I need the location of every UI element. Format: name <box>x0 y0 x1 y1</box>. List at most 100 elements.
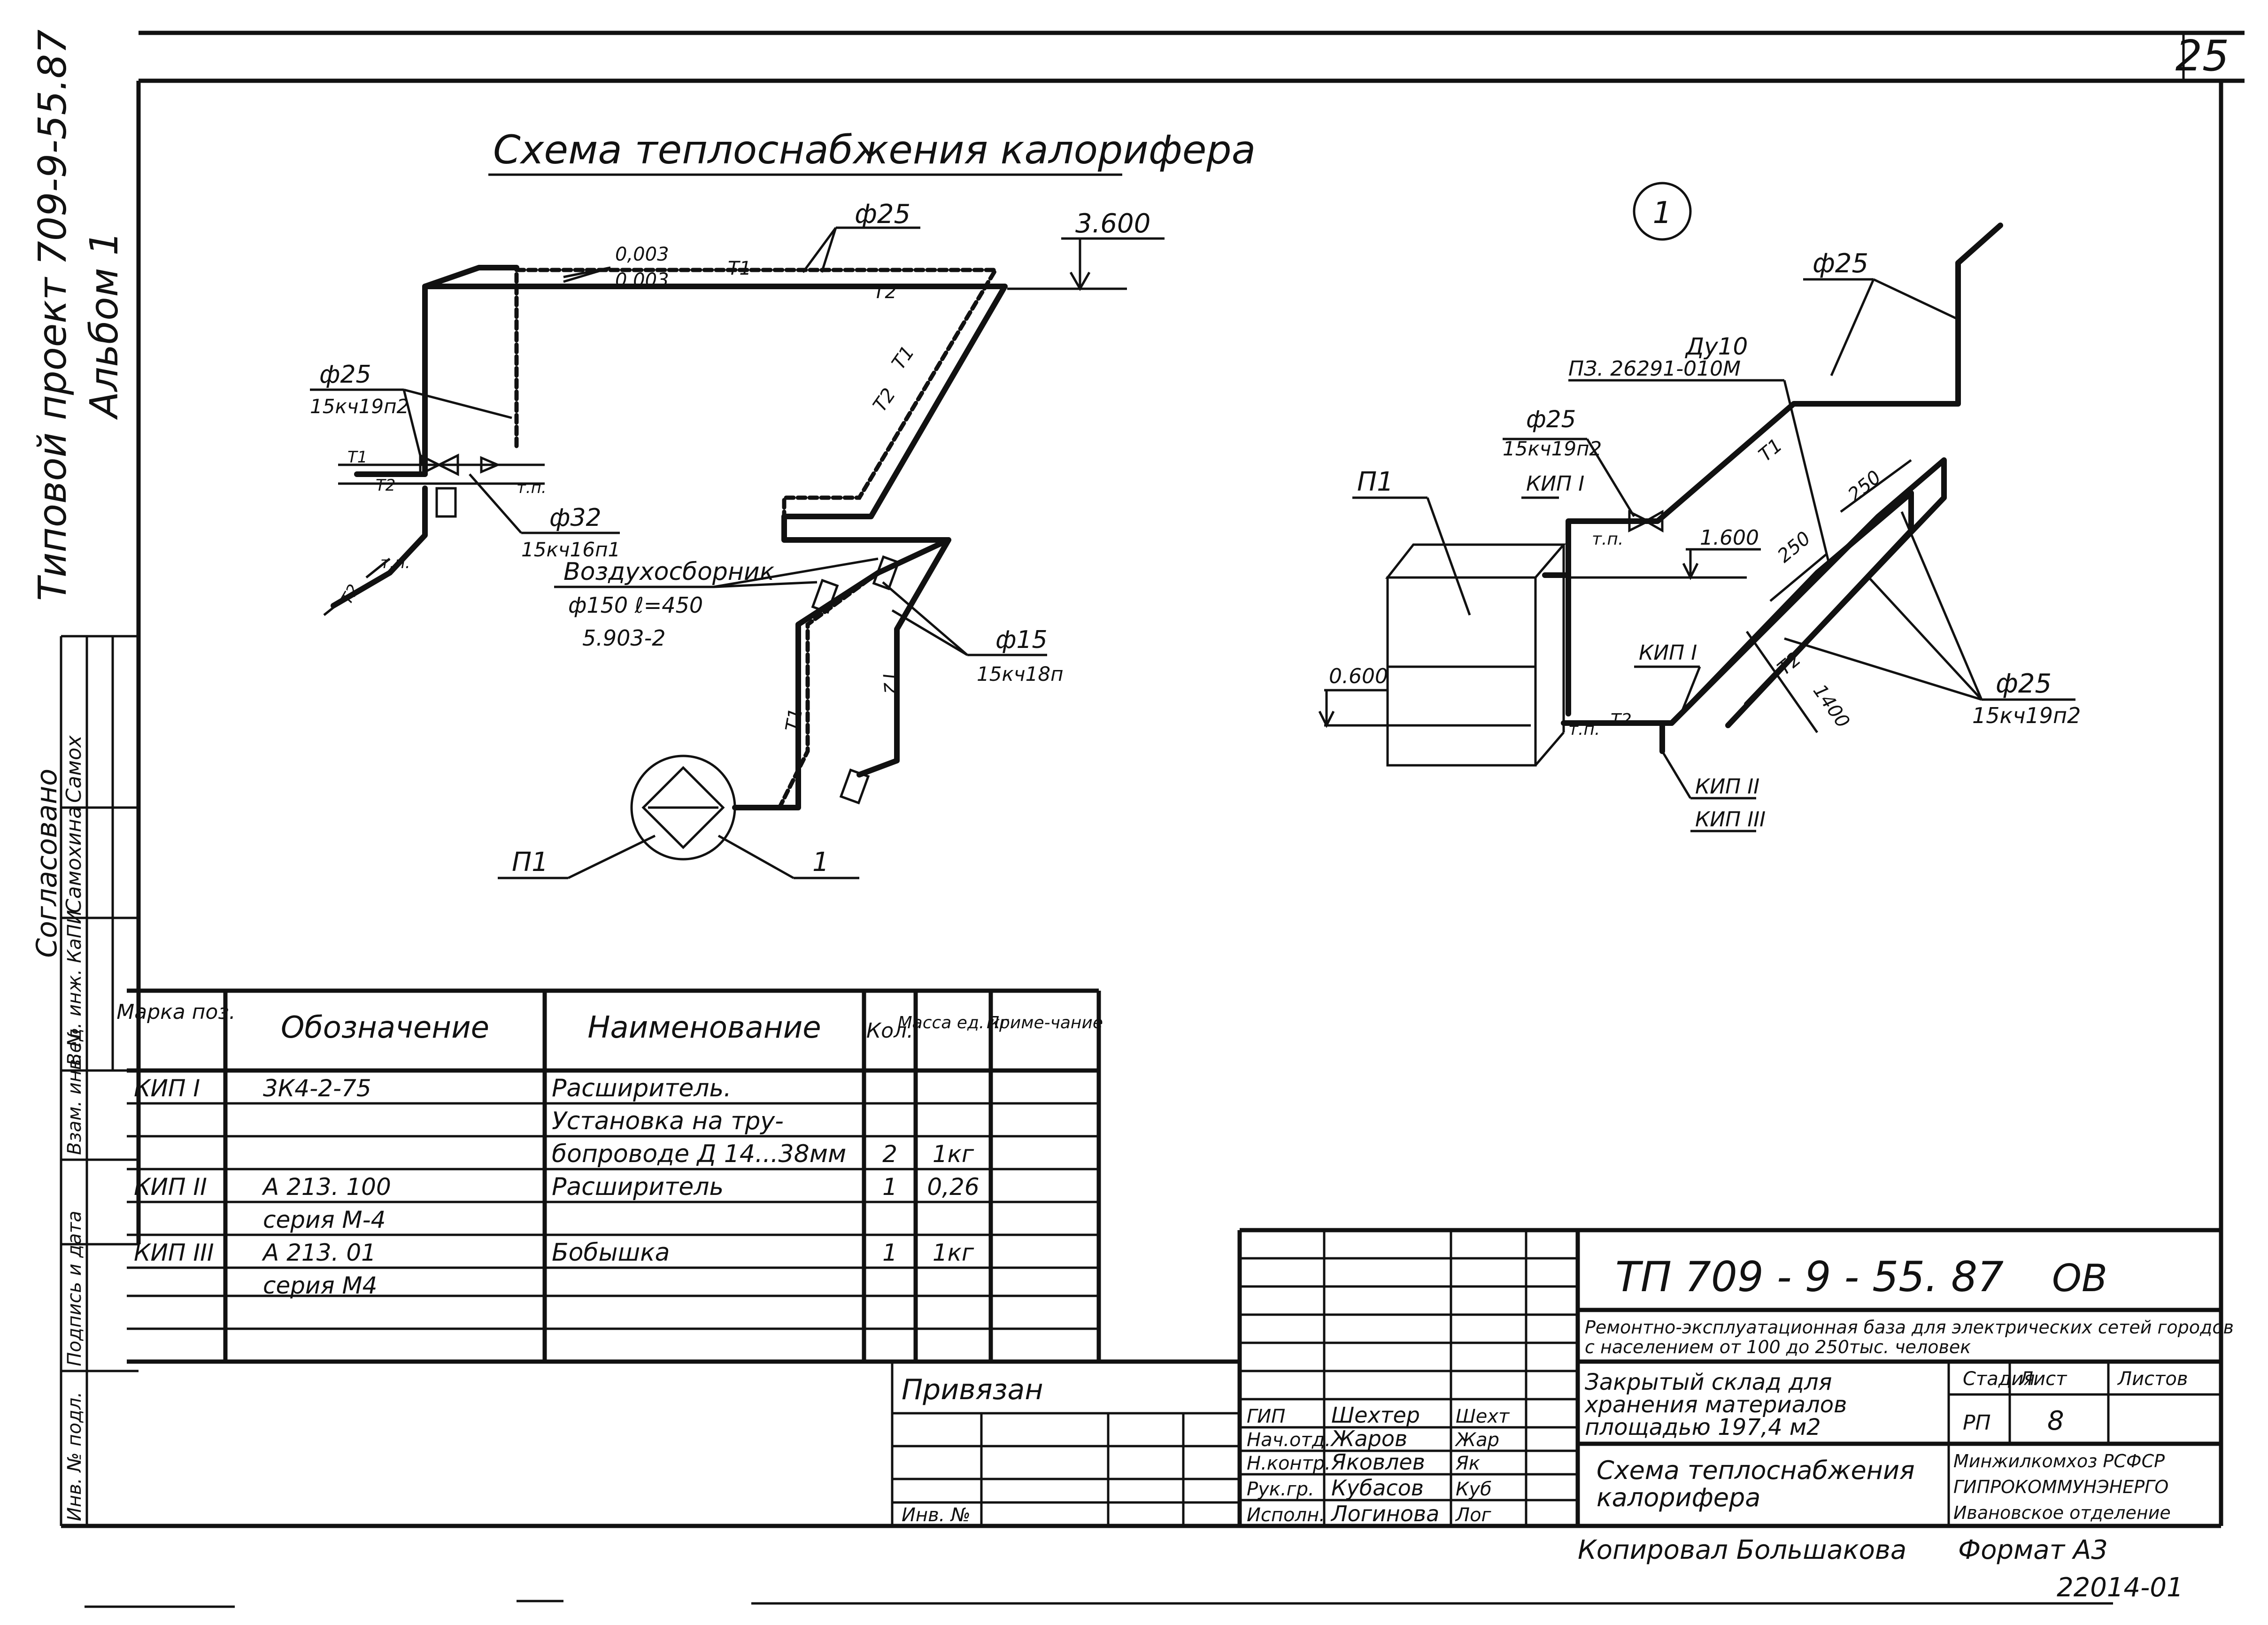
label-t2-lower: Т2 <box>878 670 902 695</box>
label-t1-left: Т1 <box>347 448 367 467</box>
signature-name-3: Кубасов <box>1331 1475 1424 1501</box>
sheet-number: 25 <box>2175 31 2229 81</box>
title-block: ТП 709 - 9 - 55. 87 ОВ <box>1237 1228 2221 1526</box>
label-valve-25-left: 15кч19п2 <box>310 395 409 418</box>
signature-role-0: ГИП <box>1247 1406 1285 1427</box>
spec-cell-r3-c0: КИП II <box>134 1173 207 1201</box>
dim-1400: 1400 <box>1809 680 1854 732</box>
heat-supply-scheme-left: Схема теплоснабжения калорифера 3.600 ф2… <box>310 127 1256 879</box>
label-kip3: КИП III <box>1695 808 1766 832</box>
binding-inv: Инв. № <box>902 1504 971 1526</box>
sheet-frame: 25 <box>61 31 2245 1608</box>
footer-format: Формат А3 <box>1958 1535 2108 1565</box>
field-lead-engineer: Вед. инж. КаПИ <box>64 910 85 1066</box>
spec-cell-r3-c3: 1 <box>882 1173 897 1201</box>
agreed-person: Самохина <box>62 806 86 913</box>
signature-name-0: Шехтер <box>1331 1402 1420 1428</box>
spec-cell-r0-c1: 3К4-2-75 <box>263 1075 371 1102</box>
label-t1-lower: Т1 <box>782 707 807 733</box>
spec-cell-r3-c1: А 213. 100 <box>262 1173 391 1201</box>
footer-copied: Копировал Большакова <box>1578 1535 1906 1565</box>
label-air-collector-series: 5.903-2 <box>582 625 666 651</box>
valve-icon <box>419 453 442 477</box>
field-original-inv: Инв. № подл. <box>64 1392 85 1521</box>
signature-sign-1: Жар <box>1454 1429 1499 1451</box>
binding-title: Привязан <box>902 1373 1043 1406</box>
pipe-t1 <box>514 268 999 519</box>
heat-supply-scheme-right: 1 П1 ф25 Ду10 ПЗ. 26291-010М ф25 15кч19п… <box>1318 182 2081 832</box>
spec-cell-r2-c2: бопроводе Д 14...38мм <box>552 1140 846 1168</box>
label-du10: Ду10 <box>1685 333 1748 360</box>
label-d25-top: ф25 <box>855 199 910 230</box>
label-d25-bottom-right: ф25 <box>1996 669 2052 699</box>
spec-cell-r5-c1: А 213. 01 <box>262 1239 376 1266</box>
stage-label: Стадия <box>1963 1368 2035 1390</box>
air-collector-symbol <box>811 578 839 614</box>
slope-1: 0,003 <box>615 244 669 265</box>
title-code: ТП 709 - 9 - 55. 87 <box>1615 1253 2004 1301</box>
th-mass: Масса ед. кг <box>898 1013 1010 1032</box>
label-pos-1: 1 <box>812 847 829 878</box>
valve-icon <box>1628 509 1651 533</box>
slope-2: 0,003 <box>615 270 669 291</box>
sheets-label: Листов <box>2117 1368 2188 1390</box>
org-line-2: Ивановское отделение <box>1953 1502 2171 1523</box>
th-qty: Кол. <box>866 1019 913 1043</box>
signature-name-2: Яковлев <box>1331 1449 1425 1475</box>
elevation-3600: 3.600 <box>1075 208 1150 239</box>
project-designation: Типовой проект 709-9-55.87 <box>31 30 75 601</box>
org-line-1: ГИПРОКОММУНЭНЕРГО <box>1953 1477 2168 1497</box>
dim-250-b: 250 <box>1844 466 1885 506</box>
left-strip: Типовой проект 709-9-55.87 Альбом 1 Согл… <box>31 30 139 1526</box>
spec-cell-r2-c3: 2 <box>882 1140 897 1168</box>
node-marker <box>1633 182 1692 241</box>
label-d25-valve-right: ф25 <box>1526 406 1576 433</box>
label-air-collector: Воздухосборник <box>563 558 775 586</box>
spec-cell-r1-c2: Установка на тру- <box>552 1107 784 1135</box>
spec-cell-r5-c0: КИП III <box>134 1239 214 1266</box>
footer-number: 22014-01 <box>2057 1572 2183 1603</box>
signature-name-4: Логинова <box>1330 1501 1439 1526</box>
label-valve-right: 15кч19п2 <box>1503 437 1602 460</box>
spec-cell-r3-c2: Расширитель <box>552 1173 724 1201</box>
project-name: Ремонтно-эксплуатационная база для элект… <box>1585 1317 2234 1357</box>
signature-name-1: Жаров <box>1330 1426 1407 1451</box>
spec-cell-r4-c1: серия М-4 <box>263 1206 386 1233</box>
specification-table: Марка поз. Обозначение Наименование Кол.… <box>116 988 1240 1364</box>
elevation-0600: 0.600 <box>1329 664 1388 688</box>
agreed-signature: Самох <box>62 735 86 803</box>
label-t2-right-box: Т2 <box>1611 710 1632 730</box>
field-replaces-inv: Взам. инв. № <box>64 1027 85 1155</box>
label-t2-diag: Т2 <box>869 384 900 416</box>
spec-cell-r5-c4: 1кг <box>933 1239 974 1266</box>
signature-sign-3: Куб <box>1456 1479 1492 1500</box>
th-mark: Марка поз. <box>116 1000 235 1024</box>
signature-role-2: Н.контр. <box>1247 1453 1331 1474</box>
valve-icon <box>480 456 501 474</box>
spec-cell-r0-c2: Расширитель. <box>552 1074 732 1102</box>
title-mark: ОВ <box>2052 1256 2107 1300</box>
dim-250-a: 250 <box>1774 527 1815 567</box>
label-t2-top: Т2 <box>873 281 897 303</box>
label-air-collector-spec: ф150 ℓ=450 <box>568 593 703 618</box>
label-valve-bottom-right: 15кч19п2 <box>1972 703 2081 728</box>
heater-p1-box <box>1386 576 1537 767</box>
elevation-1600: 1.600 <box>1700 526 1759 550</box>
label-p1-right: П1 <box>1357 467 1394 497</box>
label-tp-left: т.п. <box>517 478 547 497</box>
label-d25-top-right: ф25 <box>1813 248 1868 279</box>
org-line-0: Минжилкомхоз РСФСР <box>1953 1451 2165 1471</box>
album-label: Альбом 1 <box>82 231 127 420</box>
th-name: Наименование <box>587 1010 821 1045</box>
label-d15: ф15 <box>995 626 1048 654</box>
label-t1-top: Т1 <box>728 258 751 279</box>
pipe-supply-right <box>1542 223 2003 578</box>
field-sign-date: Подпись и дата <box>64 1211 85 1366</box>
spec-cell-r2-c4: 1кг <box>933 1140 974 1168</box>
label-valve-32: 15кч16п1 <box>521 538 620 561</box>
label-tp-right-bottom: т.п. <box>1568 720 1600 739</box>
signature-role-1: Нач.отд. <box>1247 1429 1331 1451</box>
